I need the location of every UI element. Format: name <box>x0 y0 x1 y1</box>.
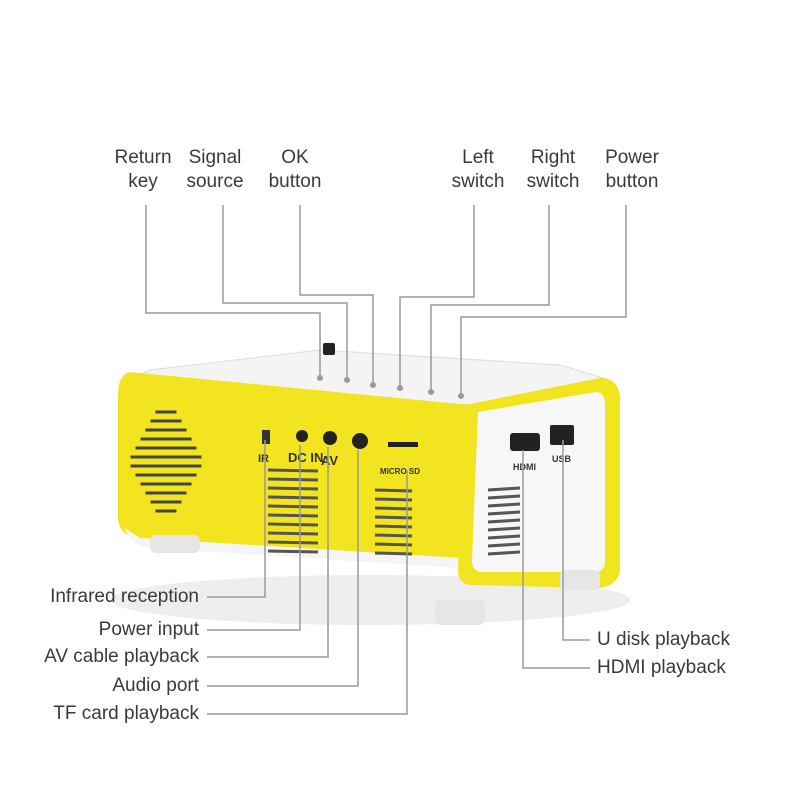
marking-hdmi: HDMI <box>513 462 536 472</box>
label-infrared-reception: Infrared reception <box>50 586 199 607</box>
foot <box>150 535 200 553</box>
grille-slot <box>374 488 413 493</box>
grille-slot <box>267 513 319 518</box>
marking-dc-in: DC IN <box>288 450 323 465</box>
grille-slot <box>267 531 319 536</box>
ir-sensor <box>262 430 270 444</box>
grille-slot <box>267 486 319 491</box>
dc-in-port <box>296 430 308 442</box>
label-power-input: Power input <box>98 619 199 640</box>
front-base <box>125 528 462 568</box>
grille-slot <box>487 494 521 500</box>
grille-slot <box>267 495 319 500</box>
grille-slot <box>487 518 521 524</box>
audio-port <box>352 433 368 449</box>
leader-lines <box>145 205 627 715</box>
hdmi-port <box>510 433 540 451</box>
marking-usb: USB <box>552 454 572 464</box>
usb-port <box>550 425 574 445</box>
label-hdmi-playback: HDMI playback <box>597 657 726 678</box>
grille-slot <box>374 542 413 547</box>
front-face <box>118 372 470 560</box>
grille-slot <box>374 524 413 529</box>
grille-slot <box>374 497 413 502</box>
grille-slot <box>267 549 319 554</box>
grille-slot <box>487 534 521 540</box>
marking-ir: IR <box>258 453 269 465</box>
grille-slot <box>374 551 413 556</box>
grille-slot <box>487 510 521 516</box>
speaker-grille <box>130 410 202 513</box>
grille-slot <box>487 542 521 548</box>
grille-slot <box>487 486 521 492</box>
grille-slot <box>267 504 319 509</box>
grille-slot <box>267 468 319 473</box>
grille-slot <box>374 515 413 520</box>
micro-sd-slot <box>388 442 418 447</box>
foot <box>435 600 485 625</box>
marking-av: AV <box>321 453 338 468</box>
grille-slot <box>267 522 319 527</box>
label-tf-card-playback: TF card playback <box>53 703 199 724</box>
marking-micro-sd: MICRO SD <box>380 467 420 476</box>
foot <box>560 570 600 590</box>
grille-slot <box>487 526 521 532</box>
label-av-cable-playback: AV cable playback <box>44 646 199 667</box>
grille-slot <box>267 477 319 482</box>
vent-grille <box>267 468 521 556</box>
shadow <box>110 575 630 625</box>
focus-wheel <box>323 343 335 355</box>
grille-slot <box>267 540 319 545</box>
grille-slot <box>487 502 521 508</box>
grille-slot <box>487 550 521 556</box>
label-audio-port: Audio port <box>112 675 199 696</box>
label-u-disk-playback: U disk playback <box>597 629 731 650</box>
grille-slot <box>374 506 413 511</box>
av-port <box>323 431 337 445</box>
grille-slot <box>374 533 413 538</box>
